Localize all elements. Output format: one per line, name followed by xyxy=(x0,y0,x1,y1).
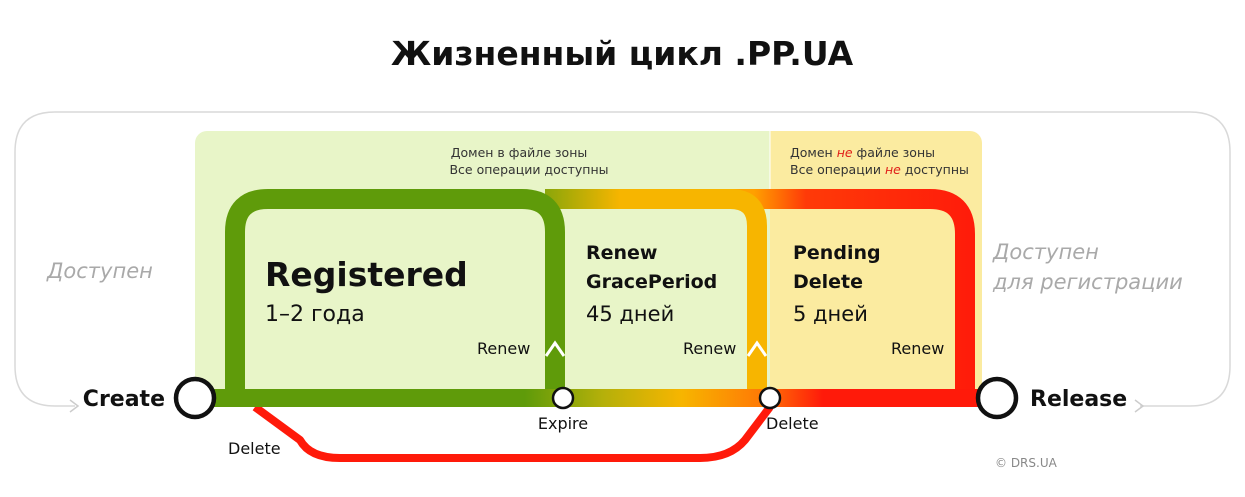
delete-path xyxy=(252,403,774,462)
pending-fill xyxy=(770,210,950,386)
zone-out-line1: Домен не файле зоны xyxy=(790,145,935,160)
registered-duration: 1–2 года xyxy=(265,302,365,327)
zone-out-line2: Все операции не доступны xyxy=(790,162,969,177)
expire-node xyxy=(551,386,575,410)
grace-loop xyxy=(545,189,767,396)
grace-duration: 45 дней xyxy=(586,302,674,326)
registered-renew-label: Renew xyxy=(477,339,530,358)
release-node xyxy=(975,376,1019,420)
renew-chevron-grace xyxy=(746,340,768,357)
expire-label: Expire xyxy=(538,414,588,433)
outer-loop xyxy=(14,111,1231,407)
available-right-line1: Доступен xyxy=(992,240,1099,264)
create-node xyxy=(173,376,217,420)
grace-renew-label: Renew xyxy=(683,339,736,358)
registered-title: Registered xyxy=(265,255,468,294)
pending-renew-label: Renew xyxy=(891,339,944,358)
zone-in-line1: Домен в файле зоны xyxy=(451,145,587,160)
available-left: Доступен xyxy=(46,259,153,283)
delete-bottom-label: Delete xyxy=(766,414,819,433)
pending-title-line2: Delete xyxy=(793,271,863,293)
pending-duration: 5 дней xyxy=(793,302,868,326)
outer-loop-arrow-right xyxy=(1134,399,1145,413)
available-right-line2: для регистрации xyxy=(992,270,1183,294)
grace-title-line2: GracePeriod xyxy=(586,271,717,293)
outer-loop-arrow-left xyxy=(69,399,80,413)
registered-fill xyxy=(245,210,545,386)
top-arc xyxy=(545,189,975,396)
pending-title-line1: Pending xyxy=(793,242,881,264)
copyright: © DRS.UA xyxy=(995,456,1058,470)
renew-chevron-registered xyxy=(544,340,566,357)
grace-title-line1: Renew xyxy=(586,242,657,264)
grace-fill xyxy=(562,210,747,386)
page-title: Жизненный цикл .PP.UA xyxy=(391,34,854,73)
delete-node xyxy=(758,386,782,410)
release-label: Release xyxy=(1030,387,1127,412)
zone-in-line2: Все операции доступны xyxy=(449,162,608,177)
registered-loop xyxy=(225,189,565,396)
create-label: Create xyxy=(83,387,165,412)
delete-left-label: Delete xyxy=(228,439,281,458)
